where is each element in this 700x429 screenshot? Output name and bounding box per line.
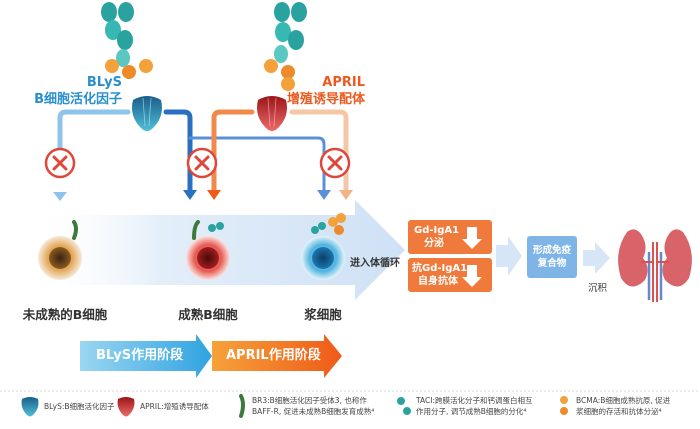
legend-br3-line2: BAFF-R, 促进未成熟B细胞发育成熟⁴ bbox=[252, 407, 375, 416]
gd-iga1-increase-icon bbox=[462, 227, 482, 249]
gd-iga1-line2: 分泌 bbox=[424, 238, 444, 249]
legend-april-text: APRIL:增殖诱导配体 bbox=[140, 402, 209, 411]
antibody-icon-right bbox=[264, 2, 307, 91]
legend-bcma-line2: 浆细胞的存活和抗体分泌⁴ bbox=[576, 407, 662, 416]
april-label-title: APRIL bbox=[322, 75, 365, 90]
legend-blys-text: BLyS:B细胞活化因子 bbox=[44, 402, 115, 411]
circulation-label: 进入体循环 bbox=[350, 258, 400, 269]
legend-taci-line2: 作用分子, 调节成熟B细胞的分化⁴ bbox=[416, 407, 527, 416]
inhibit-icon-3 bbox=[319, 147, 351, 179]
immune-complex-line2: 复合物 bbox=[537, 258, 567, 269]
pathway-arrowheads bbox=[53, 190, 353, 201]
gd-iga1-line1: Gd-IgA1 bbox=[414, 225, 460, 236]
legend-taci-line1: TACI:跨膜活化分子和钙调蛋白相互 bbox=[416, 396, 533, 405]
blys-stage-label: BLyS作用阶段 bbox=[96, 348, 184, 363]
blys-label-title: BLyS bbox=[86, 75, 122, 90]
antibody-icon-left bbox=[101, 2, 153, 79]
blys-label: BLyS B细胞活化因子 bbox=[10, 74, 122, 108]
inhibit-icon-2 bbox=[186, 147, 218, 179]
legend-april-icon bbox=[117, 397, 135, 417]
anti-gd-iga1-line1: 抗Gd-IgA1 bbox=[412, 263, 468, 274]
immune-complex-box-text: 形成免疫 复合物 bbox=[530, 244, 574, 270]
legend-br3-line1: BR3:B细胞活化因子受体3, 也称作 bbox=[252, 396, 367, 405]
immature-b-cell-icon bbox=[38, 220, 82, 280]
legend-bcma-icon bbox=[560, 396, 568, 415]
legend-blys-icon bbox=[21, 397, 39, 417]
april-pathway-lines bbox=[211, 109, 349, 193]
legend-taci-text: TACI:跨膜活化分子和钙调蛋白相互 作用分子, 调节成熟B细胞的分化⁴ bbox=[416, 395, 532, 417]
legend-bcma-line1: BCMA:B细胞成熟抗原, 促进 bbox=[576, 396, 671, 405]
plasma-cell-label: 浆细胞 bbox=[304, 307, 342, 322]
flow-arrow-to-complex bbox=[496, 236, 522, 276]
plasma-cell-icon bbox=[301, 213, 346, 280]
legend-taci-icon bbox=[397, 397, 411, 415]
april-label: APRIL 增殖诱导配体 bbox=[255, 74, 365, 108]
inhibit-icon-1 bbox=[44, 147, 76, 179]
april-stage-label: APRIL作用阶段 bbox=[226, 348, 321, 363]
blys-stage-arrow bbox=[80, 334, 212, 378]
immune-complex-line1: 形成免疫 bbox=[532, 245, 571, 256]
mature-b-cell-label: 成熟B细胞 bbox=[178, 307, 238, 322]
gd-iga1-box-text: Gd-IgA1 分泌 bbox=[414, 224, 459, 250]
mature-b-cell-icon bbox=[186, 220, 230, 280]
anti-gd-iga1-box-text: 抗Gd-IgA1 自身抗体 bbox=[412, 262, 467, 288]
anti-gd-iga1-line2: 自身抗体 bbox=[418, 276, 458, 287]
blys-pathway-lines bbox=[57, 109, 326, 193]
immature-b-cell-label: 未成熟的B细胞 bbox=[22, 307, 108, 322]
legend-br3-text: BR3:B细胞活化因子受体3, 也称作 BAFF-R, 促进未成熟B细胞发育成熟… bbox=[252, 395, 374, 417]
immune-complex-box bbox=[527, 236, 577, 278]
deposit-label: 沉积 bbox=[588, 283, 608, 294]
blys-label-subtitle: B细胞活化因子 bbox=[34, 92, 122, 107]
legend-bcma-text: BCMA:B细胞成熟抗原, 促进 浆细胞的存活和抗体分泌⁴ bbox=[576, 395, 670, 417]
april-molecule-icon bbox=[257, 96, 287, 131]
april-stage-arrow bbox=[212, 334, 342, 378]
anti-gd-iga1-increase-icon bbox=[462, 265, 482, 287]
kidney-icon bbox=[618, 229, 692, 302]
blys-molecule-icon bbox=[132, 96, 162, 131]
flow-arrow-to-kidney bbox=[583, 242, 610, 274]
legend-br3-icon bbox=[239, 394, 245, 418]
april-label-subtitle: 增殖诱导配体 bbox=[286, 92, 365, 107]
